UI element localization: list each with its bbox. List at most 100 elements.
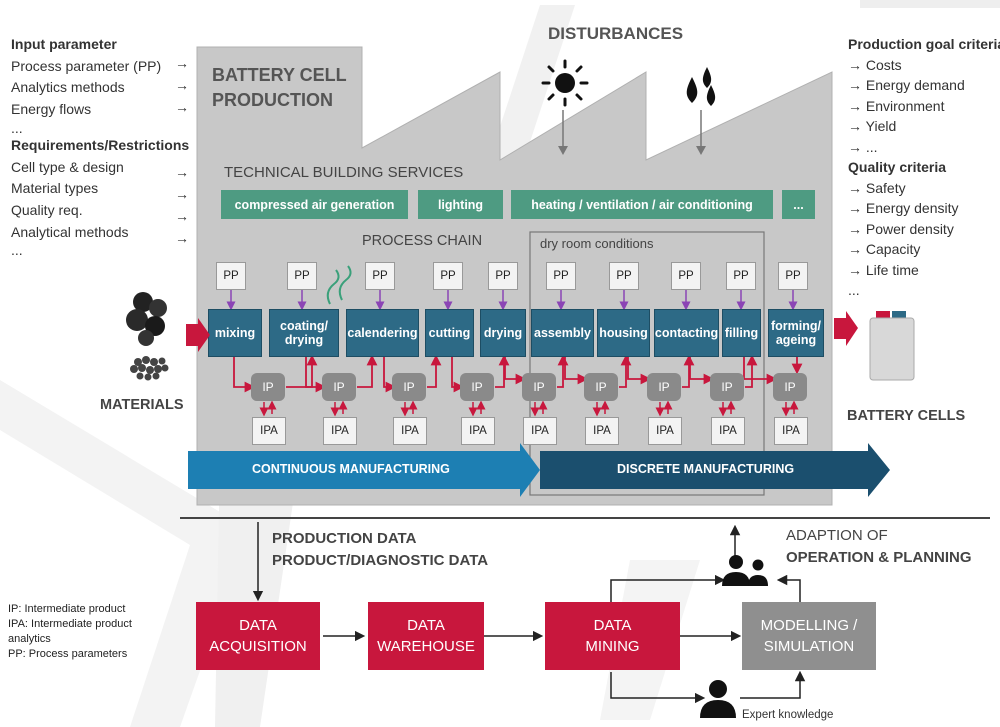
modelling-line: MODELLING / — [760, 617, 858, 634]
quality-item: → Safety — [848, 179, 906, 196]
data-mining-line: DATA — [593, 617, 632, 634]
requirement-item: Cell type & design — [11, 158, 124, 175]
continuous-label: CONTINUOUS MANUFACTURING — [252, 462, 450, 476]
requirement-item: Material types — [11, 180, 99, 197]
goal-item: → ... — [848, 138, 878, 155]
data-acquisition-line: ACQUISITION — [209, 638, 307, 655]
step-contacting: contacting — [655, 310, 718, 356]
ipa-box: IPA — [461, 417, 495, 445]
pp-box: PP — [778, 262, 808, 290]
quality-item: → Capacity — [848, 241, 921, 257]
ip-box: IP — [647, 373, 681, 401]
ip-box: IP — [322, 373, 356, 401]
data-acquisition-box: DATA ACQUISITION — [196, 602, 320, 670]
data-mining-line: MINING — [585, 638, 640, 655]
factory-title: BATTERY CELL — [212, 65, 347, 85]
expert-knowledge-label: Expert knowledge — [742, 709, 834, 721]
input-ellipsis: ... — [11, 119, 23, 136]
requirements-heading: Requirements/Restrictions — [11, 136, 190, 153]
step-assembly: assembly — [532, 310, 593, 356]
step-forming-ageing: forming/ ageing — [769, 310, 823, 356]
materials-input-arrow — [186, 318, 210, 352]
data-mining-box: DATA MINING — [545, 602, 680, 670]
input-arrow: → — [175, 164, 189, 180]
data-warehouse-line: WAREHOUSE — [377, 638, 475, 655]
battery-cell-icon — [834, 311, 915, 381]
input-arrow: → — [175, 77, 189, 93]
ip-box: IP — [584, 373, 618, 401]
tbs-lighting: lighting — [418, 190, 503, 219]
input-arrow: → — [175, 208, 189, 224]
ipa-box: IPA — [523, 417, 557, 445]
pp-box: PP — [671, 262, 701, 290]
ipa-box: IPA — [252, 417, 286, 445]
tbs-label: TECHNICAL BUILDING SERVICES — [224, 164, 464, 181]
process-chain-label: PROCESS CHAIN — [362, 233, 483, 249]
quality-item: → Power density — [848, 220, 954, 237]
step-coating-drying: coating/ drying — [270, 310, 338, 356]
battery-cells-label: BATTERY CELLS — [847, 408, 966, 424]
tbs-more: ... — [782, 190, 815, 219]
modelling-line: SIMULATION — [763, 638, 855, 655]
ipa-box: IPA — [585, 417, 619, 445]
dry-room-label: dry room conditions — [540, 236, 654, 251]
factory-title: PRODUCTION — [212, 90, 333, 110]
tbs-hvac: heating / ventilation / air conditioning — [511, 190, 773, 219]
step-housing: housing — [598, 310, 649, 356]
expert-icon — [700, 680, 736, 718]
input-arrow: → — [175, 99, 189, 115]
product-data-label: PRODUCT/DIAGNOSTIC DATA — [272, 552, 489, 569]
goal-item: → Yield — [848, 118, 897, 134]
ipa-box: IPA — [774, 417, 808, 445]
step-mixing: mixing — [209, 310, 261, 356]
ip-box: IP — [522, 373, 556, 401]
requirement-ellipsis: ... — [11, 242, 23, 259]
disturbances-label: DISTURBANCES — [548, 24, 684, 43]
ip-box: IP — [773, 373, 807, 401]
ipa-box: IPA — [323, 417, 357, 445]
pp-box: PP — [488, 262, 518, 290]
goal-item: → Costs — [848, 56, 902, 73]
materials-icon — [126, 292, 169, 381]
step-calendering: calendering — [347, 310, 418, 356]
users-icon — [722, 555, 768, 586]
ip-box: IP — [710, 373, 744, 401]
quality-heading: Quality criteria — [848, 159, 947, 175]
legend-ipa: IPA: Intermediate product — [8, 618, 132, 630]
pp-box: PP — [433, 262, 463, 290]
materials-label: MATERIALS — [100, 397, 184, 413]
adaption-label: ADAPTION OF — [786, 527, 888, 544]
ip-box: IP — [460, 373, 494, 401]
input-item: Process parameter (PP) — [11, 57, 162, 74]
data-warehouse-line: DATA — [407, 617, 445, 634]
operation-planning-label: OPERATION & PLANNING — [786, 549, 972, 566]
quality-ellipsis: ... — [848, 282, 860, 298]
legend-ip: IP: Intermediate product — [8, 603, 126, 615]
pp-box: PP — [546, 262, 576, 290]
pp-box: PP — [609, 262, 639, 290]
quality-item: → Life time — [848, 261, 919, 278]
production-data-label: PRODUCTION DATA — [272, 530, 417, 547]
data-acquisition-line: DATA — [239, 617, 277, 634]
input-arrow: → — [175, 230, 189, 246]
pp-box: PP — [287, 262, 317, 290]
water-drops-icon — [686, 67, 716, 106]
pp-box: PP — [365, 262, 395, 290]
step-cutting: cutting — [426, 310, 473, 356]
pp-box: PP — [216, 262, 246, 290]
discrete-label: DISCRETE MANUFACTURING — [617, 462, 795, 476]
ip-box: IP — [251, 373, 285, 401]
legend-pp: PP: Process parameters — [8, 648, 128, 660]
disturbance-arrows — [558, 110, 706, 155]
input-item: Energy flows — [11, 101, 92, 118]
legend-ipa: analytics — [8, 633, 51, 645]
ip-box: IP — [392, 373, 426, 401]
goal-item: → Energy demand — [848, 77, 965, 93]
quality-item: → Energy density — [848, 200, 959, 216]
ipa-box: IPA — [393, 417, 427, 445]
step-filling: filling — [723, 310, 760, 356]
goal-heading: Production goal criteria — [848, 36, 1000, 52]
